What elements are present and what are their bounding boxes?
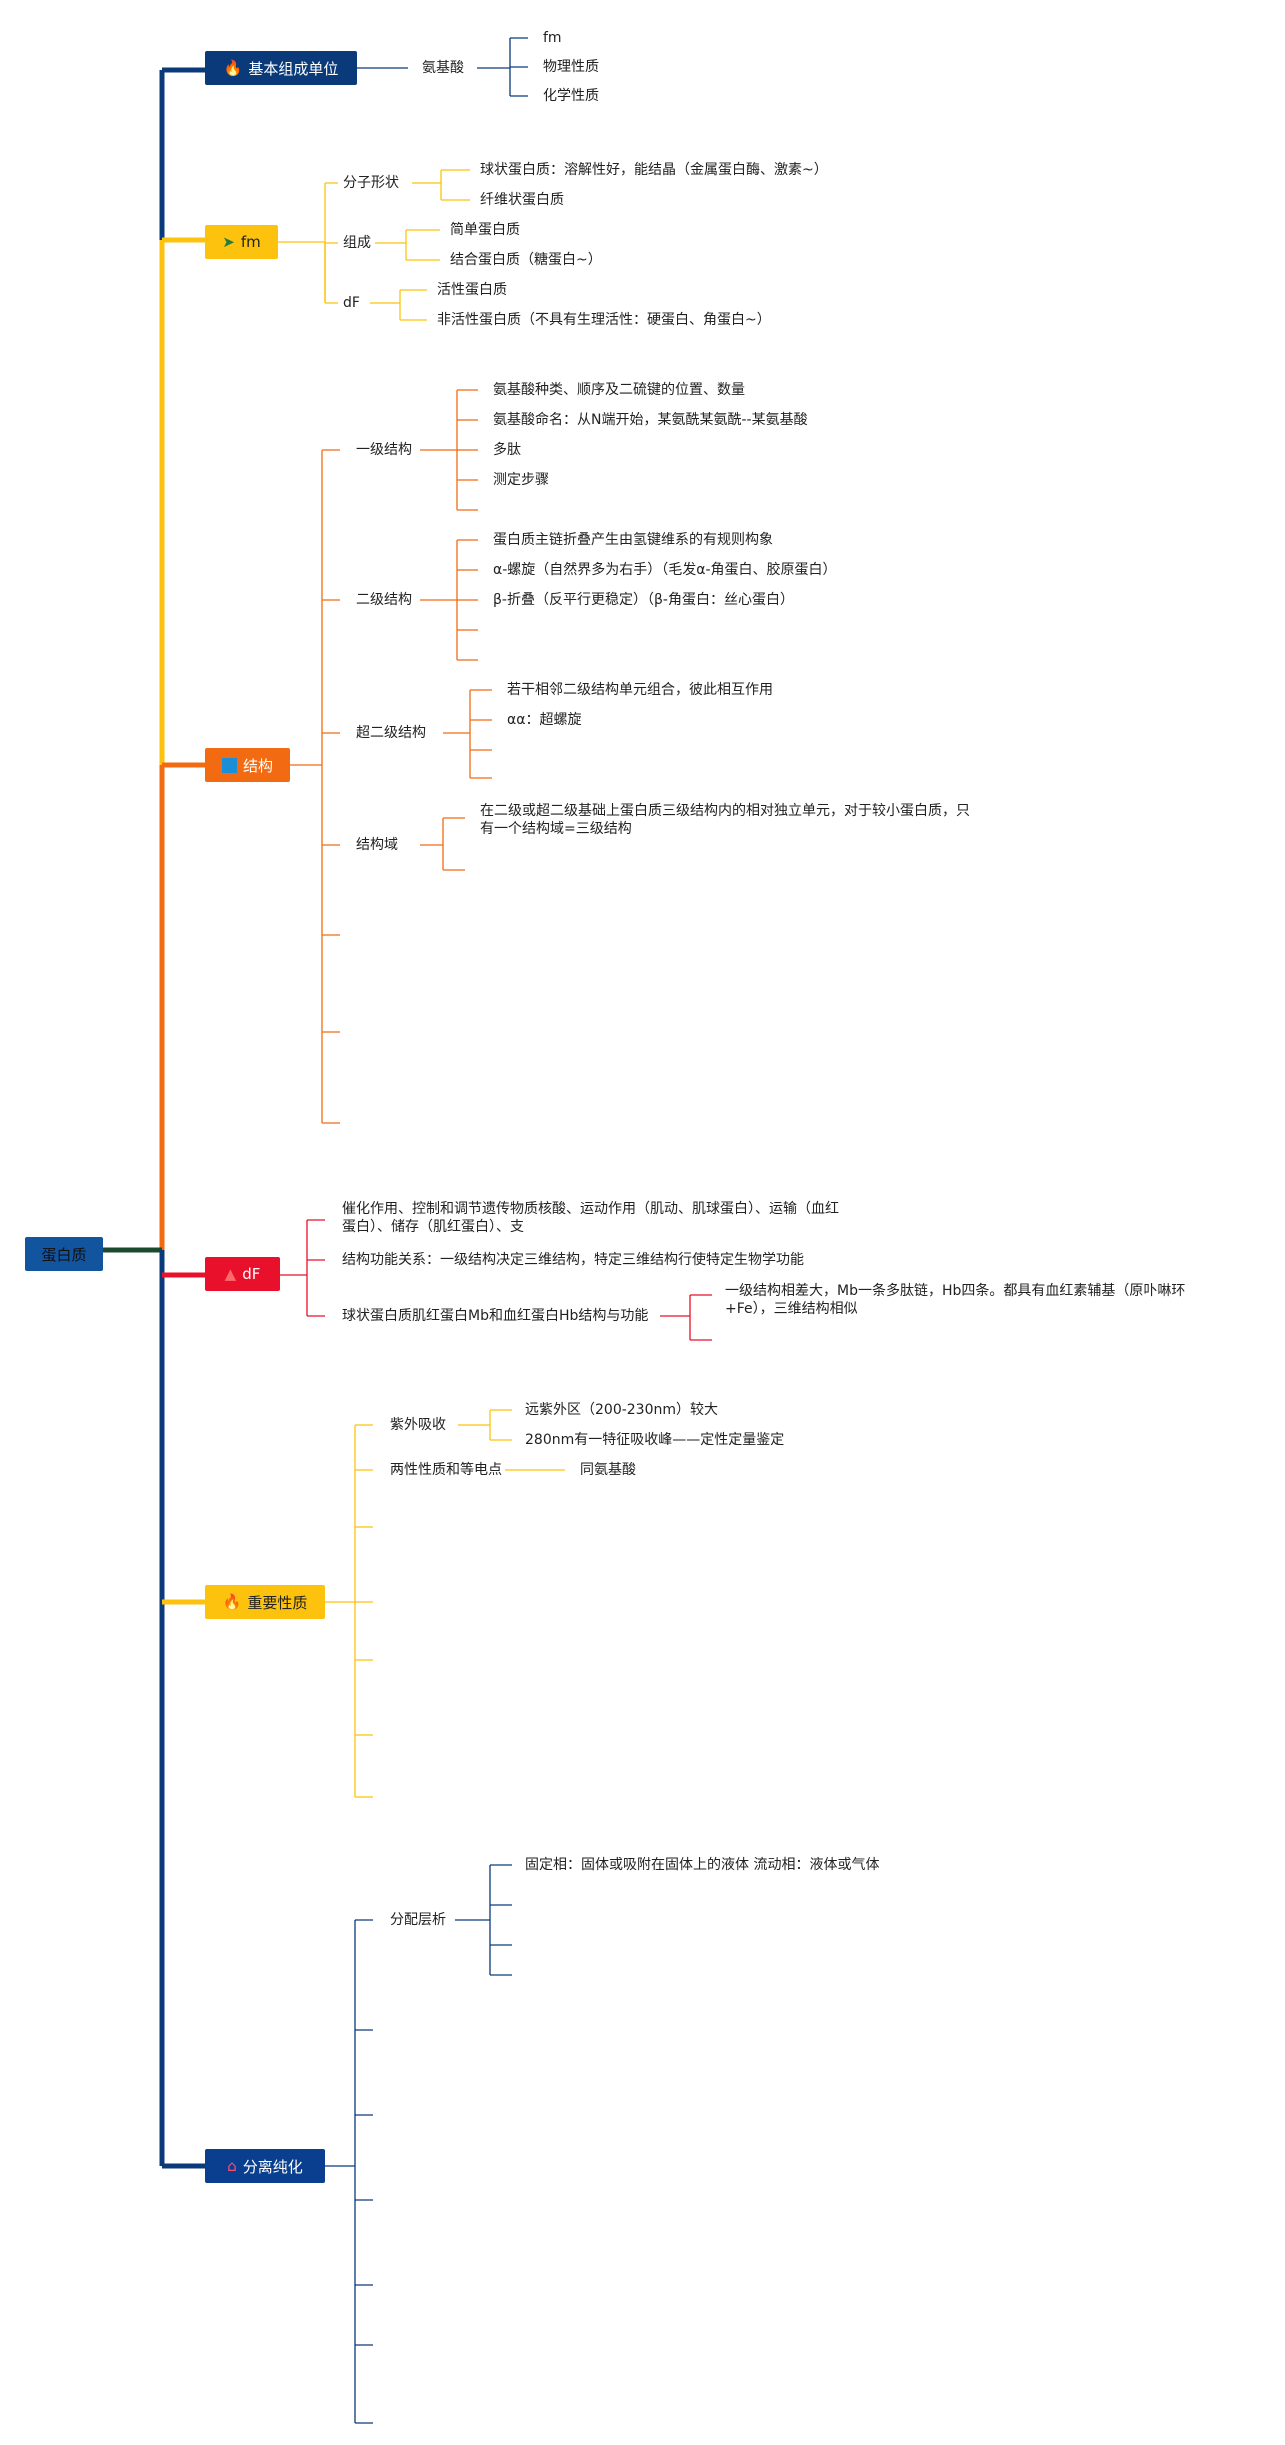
branch-label: 重要性质 [247, 1593, 308, 1612]
leaf-label: 在二级或超二级基础上蛋白质三级结构内的相对独立单元，对于较小蛋白质，只有一个结构… [480, 803, 970, 837]
node-primary-structure[interactable]: 一级结构 [356, 441, 412, 459]
root-node[interactable]: 蛋白质 [25, 1237, 103, 1271]
triangle-icon: ▲ [224, 1264, 237, 1283]
leaf-label: 纤维状蛋白质 [480, 192, 564, 208]
leaf-label: 远紫外区（200-230nm）较大 [525, 1402, 719, 1418]
leaf-node[interactable]: 催化作用、控制和调节遗传物质核酸、运动作用（肌动、肌球蛋白）、运输（血红蛋白）、… [342, 1200, 842, 1236]
leaf-label: 催化作用、控制和调节遗传物质核酸、运动作用（肌动、肌球蛋白）、运输（血红蛋白）、… [342, 1201, 839, 1235]
leaf-label: 蛋白质主链折叠产生由氢键维系的有规则构象 [493, 532, 773, 548]
leaf-label: fm [543, 30, 562, 46]
node-amino-acid[interactable]: 氨基酸 [422, 59, 464, 77]
node-label: 球状蛋白质肌红蛋白Mb和血红蛋白Hb结构与功能 [342, 1308, 649, 1324]
node-composition[interactable]: 组成 [343, 234, 371, 252]
leaf-node[interactable]: 一级结构相差大，Mb一条多肽链，Hb四条。都具有血红素辅基（原卟啉环+Fe），三… [725, 1282, 1195, 1318]
leaf-label: 同氨基酸 [580, 1462, 636, 1478]
node-mb-hb[interactable]: 球状蛋白质肌红蛋白Mb和血红蛋白Hb结构与功能 [342, 1307, 648, 1325]
leaf-node[interactable]: 若干相邻二级结构单元组合，彼此相互作用 [507, 681, 773, 699]
leaf-node[interactable]: 非活性蛋白质（不具有生理活性：硬蛋白、角蛋白~） [437, 311, 771, 329]
leaf-node[interactable]: β-折叠（反平行更稳定）（β-角蛋白：丝心蛋白） [493, 591, 794, 609]
branch-label: 分离纯化 [242, 2157, 303, 2176]
node-label: dF [343, 295, 360, 311]
branch-function[interactable]: ▲ dF [205, 1257, 280, 1291]
leaf-node[interactable]: 氨基酸种类、顺序及二硫键的位置、数量 [493, 381, 745, 399]
leaf-label: 结合蛋白质（糖蛋白~） [450, 252, 602, 268]
branch-properties[interactable]: 🔥 重要性质 [205, 1585, 325, 1619]
square-icon [221, 757, 237, 773]
leaf-label: 物理性质 [543, 59, 599, 75]
node-label: 分配层析 [390, 1912, 446, 1928]
branch-classification[interactable]: ➤ fm [205, 225, 278, 259]
leaf-label: 一级结构相差大，Mb一条多肽链，Hb四条。都具有血红素辅基（原卟啉环+Fe），三… [725, 1283, 1186, 1317]
leaf-label: 非活性蛋白质（不具有生理活性：硬蛋白、角蛋白~） [437, 312, 771, 328]
leaf-node[interactable]: 测定步骤 [493, 471, 549, 489]
leaf-node[interactable]: 纤维状蛋白质 [480, 191, 564, 209]
node-label: 两性性质和等电点 [390, 1462, 502, 1478]
node-label: 超二级结构 [356, 725, 426, 741]
leaf-node[interactable]: 280nm有一特征吸收峰——定性定量鉴定 [525, 1431, 784, 1449]
branch-label: 结构 [242, 756, 273, 775]
node-partition-chromatography[interactable]: 分配层析 [390, 1911, 446, 1929]
node-label: 分子形状 [343, 175, 399, 191]
leaf-node[interactable]: 远紫外区（200-230nm）较大 [525, 1401, 718, 1419]
node-label: 组成 [343, 235, 371, 251]
fire-icon: 🔥 [222, 1592, 242, 1611]
leaf-label: 球状蛋白质：溶解性好，能结晶（金属蛋白酶、激素~） [480, 162, 828, 178]
leaf-label: 氨基酸种类、顺序及二硫键的位置、数量 [493, 382, 745, 398]
node-label: 结构域 [356, 837, 398, 853]
node-secondary-structure[interactable]: 二级结构 [356, 591, 412, 609]
leaf-label: 结构功能关系：一级结构决定三维结构，特定三维结构行使特定生物学功能 [342, 1252, 804, 1268]
leaf-label: 测定步骤 [493, 472, 549, 488]
node-label: 一级结构 [356, 442, 412, 458]
node-df[interactable]: dF [343, 294, 360, 312]
node-domain[interactable]: 结构域 [356, 836, 398, 854]
leaf-node[interactable]: 在二级或超二级基础上蛋白质三级结构内的相对独立单元，对于较小蛋白质，只有一个结构… [480, 802, 980, 838]
leaf-node[interactable]: fm [543, 29, 562, 47]
leaf-node[interactable]: 同氨基酸 [580, 1461, 636, 1479]
branch-separation[interactable]: ⌂ 分离纯化 [205, 2149, 325, 2183]
leaf-node[interactable]: 简单蛋白质 [450, 221, 520, 239]
leaf-label: 简单蛋白质 [450, 222, 520, 238]
branch-label: 基本组成单位 [248, 59, 339, 78]
leaf-node[interactable]: 球状蛋白质：溶解性好，能结晶（金属蛋白酶、激素~） [480, 161, 828, 179]
branch-label: fm [240, 233, 261, 251]
node-label: 氨基酸 [422, 60, 464, 76]
leaf-label: 固定相：固体或吸附在固体上的液体 流动相：液体或气体 [525, 1857, 880, 1873]
leaf-node[interactable]: 多肽 [493, 441, 521, 459]
leaf-node[interactable]: 结合蛋白质（糖蛋白~） [450, 251, 602, 269]
leaf-label: 280nm有一特征吸收峰——定性定量鉴定 [525, 1432, 785, 1448]
leaf-label: αα：超螺旋 [507, 712, 582, 728]
leaf-label: 化学性质 [543, 88, 599, 104]
node-uv-absorption[interactable]: 紫外吸收 [390, 1416, 446, 1434]
leaf-node[interactable]: α-螺旋（自然界多为右手）（毛发α-角蛋白、胶原蛋白） [493, 561, 837, 579]
branch-basic-unit[interactable]: 🔥 基本组成单位 [205, 51, 357, 85]
leaf-node[interactable]: 蛋白质主链折叠产生由氢键维系的有规则构象 [493, 531, 773, 549]
root-label: 蛋白质 [41, 1245, 87, 1264]
fire-icon: 🔥 [223, 58, 243, 77]
leaf-label: 活性蛋白质 [437, 282, 507, 298]
node-label: 紫外吸收 [390, 1417, 446, 1433]
leaf-label: 氨基酸命名：从N端开始，某氨酰某氨酰--某氨基酸 [493, 412, 808, 428]
node-label: 二级结构 [356, 592, 412, 608]
paper-plane-icon: ➤ [222, 232, 235, 251]
leaf-label: β-折叠（反平行更稳定）（β-角蛋白：丝心蛋白） [493, 592, 794, 608]
leaf-label: α-螺旋（自然界多为右手）（毛发α-角蛋白、胶原蛋白） [493, 562, 837, 578]
leaf-label: 多肽 [493, 442, 521, 458]
leaf-node[interactable]: 物理性质 [543, 58, 599, 76]
leaf-node[interactable]: 氨基酸命名：从N端开始，某氨酰某氨酰--某氨基酸 [493, 411, 808, 429]
leaf-node[interactable]: 活性蛋白质 [437, 281, 507, 299]
leaf-label: 若干相邻二级结构单元组合，彼此相互作用 [507, 682, 773, 698]
branch-label: dF [242, 1265, 261, 1283]
leaf-node[interactable]: αα：超螺旋 [507, 711, 581, 729]
leaf-node[interactable]: 结构功能关系：一级结构决定三维结构，特定三维结构行使特定生物学功能 [342, 1251, 804, 1269]
node-super-secondary[interactable]: 超二级结构 [356, 724, 426, 742]
node-molecular-shape[interactable]: 分子形状 [343, 174, 399, 192]
leaf-node[interactable]: 化学性质 [543, 87, 599, 105]
leaf-node[interactable]: 固定相：固体或吸附在固体上的液体 流动相：液体或气体 [525, 1856, 879, 1874]
home-icon: ⌂ [227, 2156, 237, 2175]
node-amphoteric[interactable]: 两性性质和等电点 [390, 1461, 502, 1479]
branch-structure[interactable]: 结构 [205, 748, 290, 782]
